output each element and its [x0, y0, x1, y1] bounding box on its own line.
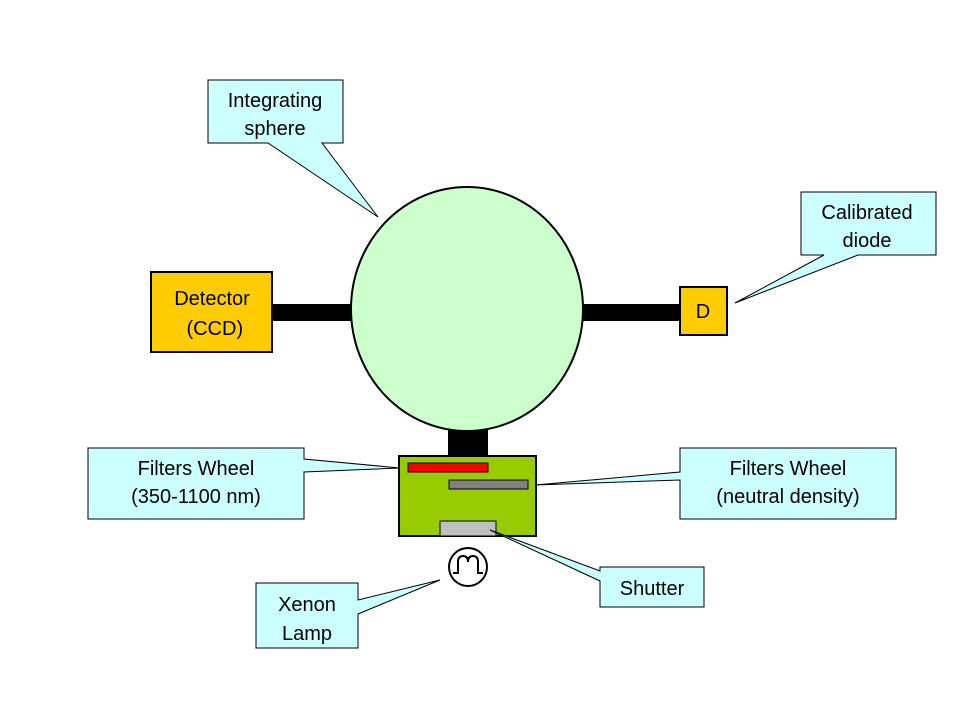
integrating-sphere-label-line-2: sphere [244, 118, 305, 140]
shutter-label: Shutter [620, 578, 685, 600]
xenon-lamp-callout: Xenon Lamp [255, 579, 441, 649]
xenon-lamp-label-line-1: Xenon [278, 594, 336, 616]
filters-wheel-right-label-line-1: Filters Wheel [730, 458, 847, 480]
detector-label-line-1: Detector [174, 288, 250, 310]
filters-wheel-left-label-line-2: (350-1100 nm) [131, 486, 261, 508]
calibrated-diode-label-line-1: Calibrated [821, 202, 912, 224]
xenon-lamp-label-line-2: Lamp [282, 623, 332, 645]
neutral-density-filter [448, 479, 529, 490]
calibrated-diode-callout: Calibrated diode [734, 191, 937, 304]
integrating-sphere-label-line-1: Integrating [228, 90, 323, 112]
integrating-sphere-callout: Integrating sphere [207, 79, 379, 218]
integrating-sphere [350, 186, 584, 432]
xenon-lamp-icon [448, 547, 488, 587]
red-filter [407, 462, 489, 473]
shutter-plate [439, 520, 497, 537]
filters-wheel-left-callout: Filters Wheel (350-1100 nm) [87, 447, 401, 520]
diode-box-label: D [696, 301, 710, 323]
filters-wheel-left-label-line-1: Filters Wheel [138, 458, 255, 480]
detector-connector [270, 304, 354, 321]
shutter-callout: Shutter [489, 529, 705, 608]
detector-box [150, 271, 273, 353]
filters-wheel-right-label-line-2: (neutral density) [716, 486, 859, 508]
filters-wheel-right-callout: Filters Wheel (neutral density) [534, 447, 897, 520]
calibrated-diode-label-line-2: diode [843, 230, 892, 252]
detector-label-line-2: (CCD) [181, 318, 243, 340]
diode-connector [580, 304, 680, 321]
diode-box [679, 286, 728, 336]
